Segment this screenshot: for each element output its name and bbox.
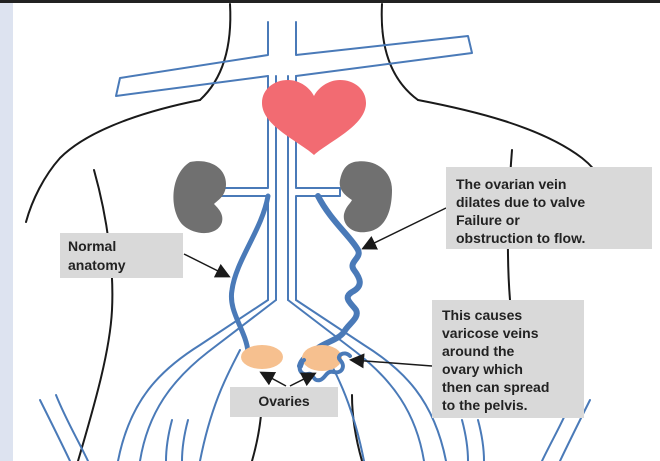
right-hand-vein-2: [462, 420, 468, 461]
left-iliac-inner: [140, 300, 276, 461]
upper-vessel-left: [116, 22, 268, 96]
varicose-line-5: then can spread: [442, 378, 576, 396]
right-hand-vein: [478, 420, 484, 461]
normal-anatomy-line-2: anatomy: [68, 256, 175, 275]
right-kidney: [340, 161, 392, 232]
neck-left-outline: [200, 4, 230, 100]
valve-failure-line-1: The ovarian vein: [456, 175, 644, 193]
left-lower-loop: [40, 400, 70, 461]
left-kidney: [173, 161, 226, 233]
varicose-line-4: ovary which: [442, 360, 576, 378]
left-torso-outline: [78, 170, 112, 461]
valve-failure-line-2: dilates due to valve: [456, 193, 644, 211]
arrow-normal-anatomy: [184, 254, 228, 276]
ovaries-text: Ovaries: [238, 392, 330, 411]
valve-failure-line-3: Failure or: [456, 211, 644, 229]
arrow-ovaries-left: [262, 373, 286, 386]
upper-vessel-right: [296, 22, 472, 76]
arrow-ovaries-right: [290, 374, 314, 386]
left-hand-vein: [166, 420, 172, 461]
normal-ovarian-vein: [231, 196, 268, 352]
varicose-line-1: This causes: [442, 306, 576, 324]
normal-anatomy-line-1: Normal: [68, 237, 175, 256]
left-lower-loop-2: [56, 395, 88, 461]
left-ovary: [241, 345, 283, 369]
valve-failure-label: The ovarian vein dilates due to valve Fa…: [446, 167, 652, 249]
ovaries-label: Ovaries: [230, 387, 338, 417]
varicose-line-2: varicose veins: [442, 324, 576, 342]
normal-anatomy-label: Normal anatomy: [60, 233, 183, 278]
varicose-line-6: to the pelvis.: [442, 396, 576, 414]
left-hand-vein-2: [182, 420, 188, 461]
neck-right-outline: [382, 4, 418, 100]
varicose-line-3: around the: [442, 342, 576, 360]
heart-shape: [262, 80, 366, 155]
right-ovary: [302, 345, 342, 371]
valve-failure-line-4: obstruction to flow.: [456, 229, 644, 247]
vena-cava-left-wall: [220, 76, 268, 300]
varicose-veins-label: This causes varicose veins around the ov…: [432, 300, 584, 418]
